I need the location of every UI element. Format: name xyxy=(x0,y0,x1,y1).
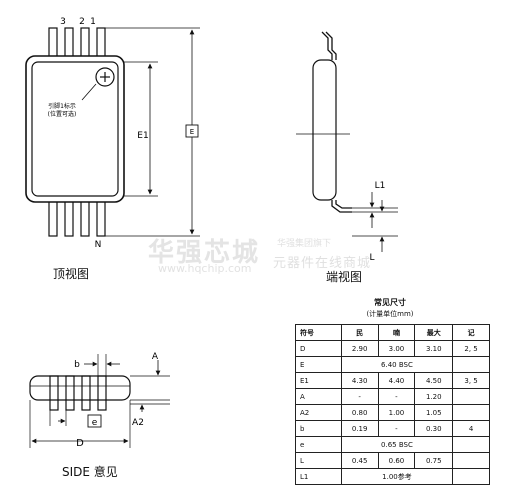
table-row: L 0.45 0.60 0.75 xyxy=(295,452,490,469)
cell-min: 0.19 xyxy=(340,420,379,437)
side-pin xyxy=(65,375,75,411)
cell-max: 1.20 xyxy=(414,388,454,405)
cell-symbol: E1 xyxy=(295,372,342,389)
table-header-row: 符号 民 喃 最大 记 xyxy=(295,324,490,341)
table-row: e 0.65 BSC xyxy=(295,436,490,453)
dimensions-table: 符号 民 喃 最大 记 D 2.90 3.00 3.10 2, 5 E 6.40… xyxy=(295,324,490,485)
dim-label-l1: L1 xyxy=(375,181,386,191)
side-pin xyxy=(97,375,107,411)
cell-max: 4.50 xyxy=(414,372,454,389)
table-row: b 0.19 - 0.30 4 xyxy=(295,420,490,437)
cell-nom: 1.00 xyxy=(377,404,416,421)
cell-symbol: L1 xyxy=(295,468,342,485)
end-view-body xyxy=(312,59,337,201)
pin-label-n: N xyxy=(95,240,102,250)
dim-label-a2: A2 xyxy=(132,418,144,428)
dimensions-unit-note: (计量单位mm) xyxy=(366,310,414,318)
cell-nom: 3.00 xyxy=(377,340,416,357)
cell-nom: 4.40 xyxy=(377,372,416,389)
dim-label-e-pitch: e xyxy=(92,418,98,428)
cell-span: 1.00参考 xyxy=(340,468,454,485)
cell-symbol: L xyxy=(295,452,342,469)
cell-max: 0.30 xyxy=(414,420,454,437)
top-view-caption: 顶视图 xyxy=(53,267,90,281)
cell-nom: - xyxy=(377,420,416,437)
bottom-pin xyxy=(48,199,58,237)
cell-min: 0.45 xyxy=(340,452,379,469)
table-row: E1 4.30 4.40 4.50 3, 5 xyxy=(295,372,490,389)
cell-note: 2, 5 xyxy=(452,340,490,357)
index-note-line-1: 引脚1标示 xyxy=(48,102,76,110)
package-body-outer xyxy=(25,55,125,203)
cell-min: 4.30 xyxy=(340,372,379,389)
cell-symbol: A2 xyxy=(295,404,342,421)
index-note-line-2: (位置可选) xyxy=(48,110,77,118)
dim-label-e1: E1 xyxy=(137,131,148,141)
package-body-inner xyxy=(31,61,119,197)
cell-note: 3, 5 xyxy=(452,372,490,389)
side-pin xyxy=(49,375,59,411)
cell-min: 2.90 xyxy=(340,340,379,357)
cell-note xyxy=(452,388,490,405)
header-symbol: 符号 xyxy=(295,324,342,341)
cell-max: 0.75 xyxy=(414,452,454,469)
header-min: 民 xyxy=(340,324,379,341)
cell-nom: - xyxy=(377,388,416,405)
top-view xyxy=(25,27,200,237)
table-row: L1 1.00参考 xyxy=(295,468,490,485)
bottom-pin xyxy=(96,199,106,237)
cell-max: 1.05 xyxy=(414,404,454,421)
dim-label-a: A xyxy=(152,352,159,362)
cell-min: 0.80 xyxy=(340,404,379,421)
cell-symbol: D xyxy=(295,340,342,357)
watermark-brand: 华强芯城 xyxy=(148,238,261,268)
end-view xyxy=(296,31,398,252)
end-view-caption: 端视图 xyxy=(326,270,363,284)
cell-note xyxy=(452,452,490,469)
table-row: E 6.40 BSC xyxy=(295,356,490,373)
bottom-pin xyxy=(64,199,74,237)
cell-note: 4 xyxy=(452,420,490,437)
side-view-caption: SIDE 意见 xyxy=(62,465,118,479)
pin1-indicator-icon xyxy=(95,67,115,87)
side-pin xyxy=(81,375,91,411)
cell-span: 0.65 BSC xyxy=(340,436,454,453)
bottom-pin xyxy=(80,199,90,237)
table-row: A2 0.80 1.00 1.05 xyxy=(295,404,490,421)
dim-label-e: E xyxy=(190,128,194,136)
cell-min: - xyxy=(340,388,379,405)
cell-note xyxy=(452,356,490,373)
cell-symbol: e xyxy=(295,436,342,453)
cell-symbol: b xyxy=(295,420,342,437)
cell-nom: 0.60 xyxy=(377,452,416,469)
header-nom: 喃 xyxy=(377,324,416,341)
dimensions-title: 常见尺寸 xyxy=(374,298,406,307)
pin-label-1: 1 xyxy=(90,17,96,27)
cell-max: 3.10 xyxy=(414,340,454,357)
pin-label-2: 2 xyxy=(79,17,85,27)
cell-span: 6.40 BSC xyxy=(340,356,454,373)
table-row: A - - 1.20 xyxy=(295,388,490,405)
dim-label-l: L xyxy=(369,253,374,263)
cell-note xyxy=(452,404,490,421)
side-view-body xyxy=(29,375,131,401)
watermark-url: www.hqchip.com xyxy=(158,262,252,275)
watermark-slogan: 元器件在线商城 xyxy=(273,256,372,271)
cell-note xyxy=(452,436,490,453)
header-note: 记 xyxy=(452,324,490,341)
pin-label-3: 3 xyxy=(60,17,66,27)
header-max: 最大 xyxy=(414,324,454,341)
cell-note xyxy=(452,468,490,485)
dim-label-d: D xyxy=(76,438,84,449)
dim-label-b: b xyxy=(74,360,80,370)
cell-symbol: E xyxy=(295,356,342,373)
side-view xyxy=(29,354,170,448)
cell-symbol: A xyxy=(295,388,342,405)
table-row: D 2.90 3.00 3.10 2, 5 xyxy=(295,340,490,357)
watermark-tag: 华强集团旗下 xyxy=(277,239,332,249)
